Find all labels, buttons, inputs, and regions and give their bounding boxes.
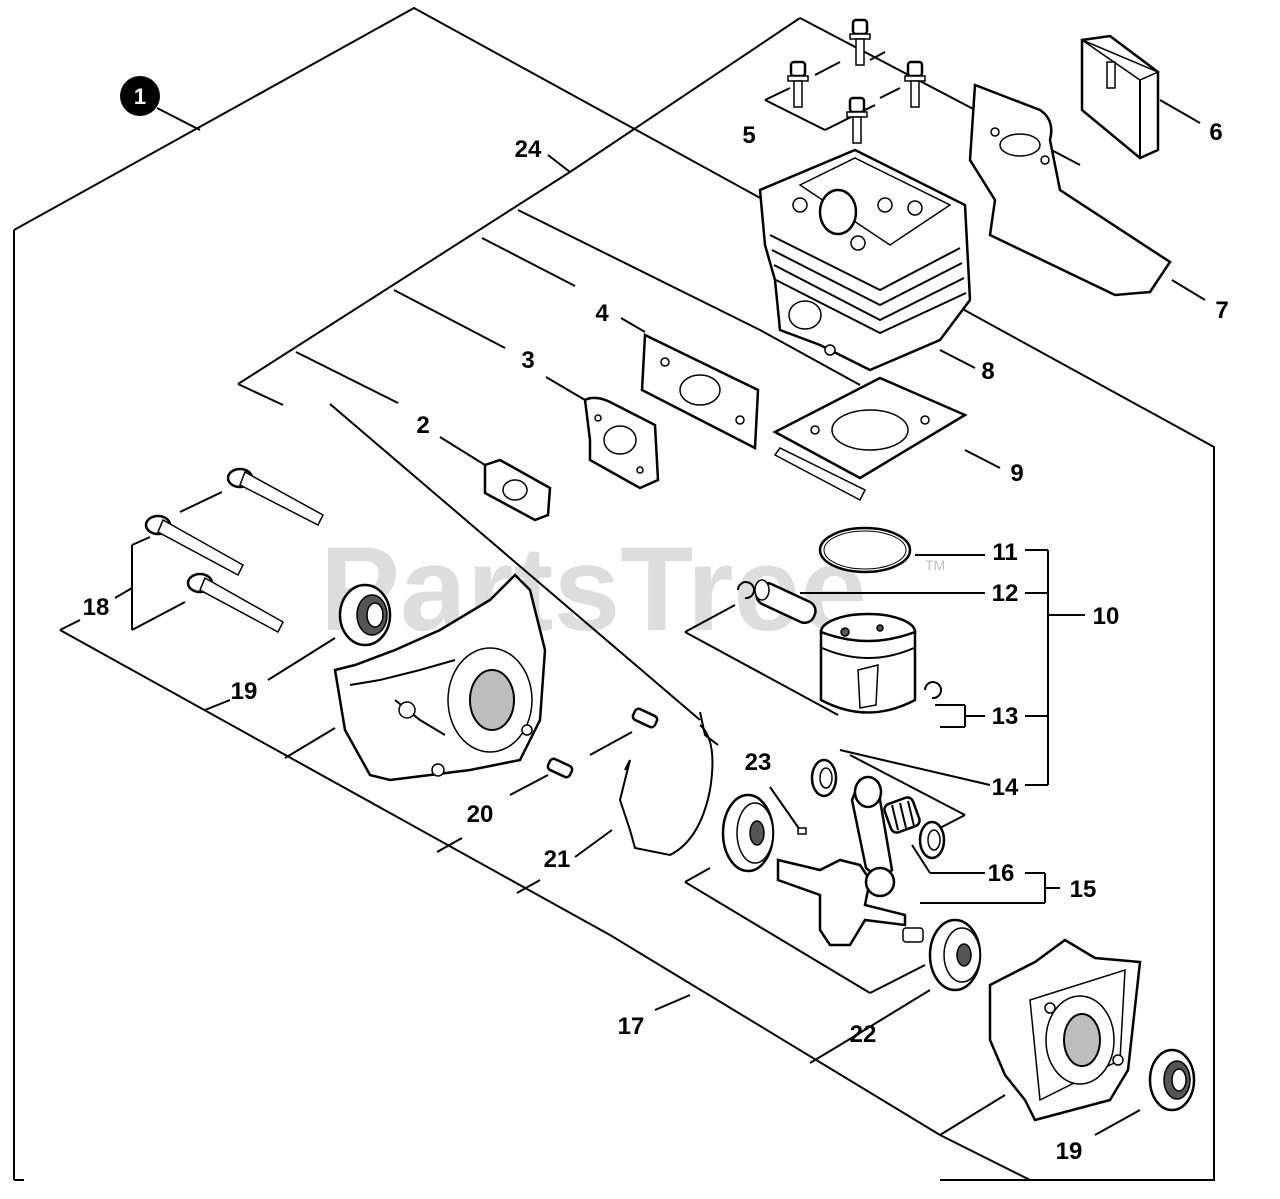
cylinder-cover-gasket[interactable] xyxy=(968,83,1172,297)
callout-labels: 24 4 3 2 5 6 7 8 9 11 12 10 13 14 23 16 … xyxy=(83,119,1229,1165)
assembly-badge[interactable]: 1 xyxy=(120,76,201,131)
piston-ring[interactable] xyxy=(818,526,912,574)
crankshaft-bearing-left[interactable] xyxy=(721,793,775,873)
callout-4: 4 xyxy=(595,300,609,327)
crankshaft[interactable] xyxy=(776,775,924,947)
insulator-gasket[interactable] xyxy=(640,333,760,450)
oil-seal-right[interactable] xyxy=(1148,1048,1196,1112)
piston[interactable] xyxy=(819,612,917,714)
crankcase-bolts[interactable] xyxy=(144,467,324,634)
oil-seal-left[interactable] xyxy=(338,583,392,647)
callout-12: 12 xyxy=(992,580,1019,607)
callout-18: 18 xyxy=(83,594,110,621)
heat-shield-plate[interactable] xyxy=(1080,34,1160,160)
callout-21: 21 xyxy=(544,846,571,873)
callout-10: 10 xyxy=(1093,603,1120,630)
callout-13: 13 xyxy=(992,703,1019,730)
assembly-outline xyxy=(13,6,1215,1181)
watermark-trademark: TM xyxy=(925,557,945,573)
watermark-text: PartsTree xyxy=(320,522,867,656)
assembly-badge-number: 1 xyxy=(134,84,146,109)
woodruff-key[interactable] xyxy=(797,827,807,835)
callout-23: 23 xyxy=(745,749,772,776)
callout-9: 9 xyxy=(1010,460,1023,487)
leader-lines xyxy=(59,17,1206,1181)
piston-pin-clips[interactable] xyxy=(737,581,942,700)
callout-2: 2 xyxy=(416,412,429,439)
insulator[interactable] xyxy=(583,396,660,490)
cylinder-bolts[interactable] xyxy=(787,18,926,144)
dowel-pins[interactable] xyxy=(546,707,659,779)
crankcase-gasket[interactable] xyxy=(618,711,719,857)
needle-bearing[interactable] xyxy=(883,796,921,834)
carburetor-gasket[interactable] xyxy=(483,458,552,522)
crankcase-right[interactable] xyxy=(988,938,1142,1122)
crankshaft-washers[interactable] xyxy=(810,758,946,860)
callout-15: 15 xyxy=(1070,876,1097,903)
callout-6: 6 xyxy=(1209,119,1222,146)
callout-11: 11 xyxy=(992,539,1017,566)
callout-17: 17 xyxy=(618,1013,645,1040)
callout-14: 14 xyxy=(992,774,1019,801)
callout-20: 20 xyxy=(467,801,494,828)
callout-8: 8 xyxy=(981,358,994,385)
callout-19-right: 19 xyxy=(1056,1138,1083,1165)
cylinder[interactable] xyxy=(758,148,972,372)
crankshaft-bearing-right[interactable] xyxy=(928,918,982,992)
callout-22: 22 xyxy=(850,1021,877,1048)
piston-pin[interactable] xyxy=(753,579,818,626)
callout-3: 3 xyxy=(521,347,534,374)
callout-5: 5 xyxy=(742,122,755,149)
cylinder-gasket[interactable] xyxy=(772,376,968,502)
callout-7: 7 xyxy=(1215,297,1228,324)
crankcase-left[interactable] xyxy=(333,573,547,782)
callout-24: 24 xyxy=(515,136,542,163)
callout-19-left: 19 xyxy=(231,678,258,705)
callout-16: 16 xyxy=(988,860,1015,887)
